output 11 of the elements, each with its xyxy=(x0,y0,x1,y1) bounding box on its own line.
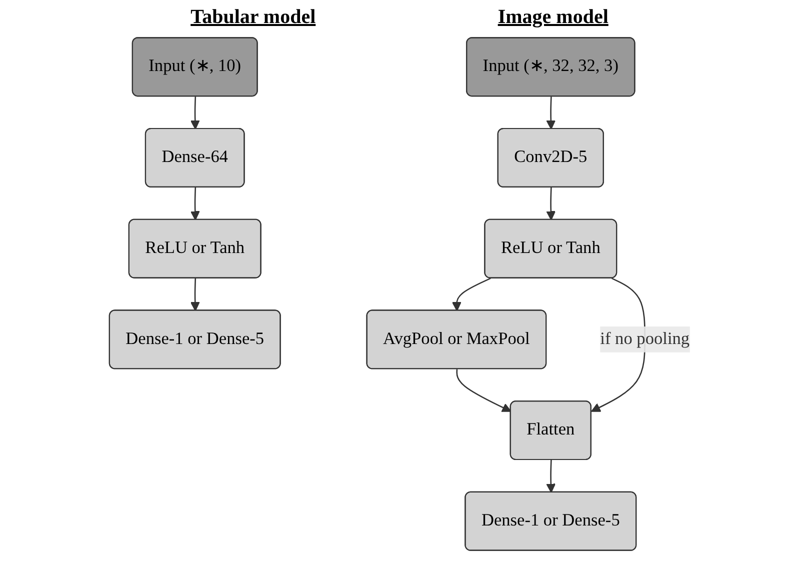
edge-label: if no pooling xyxy=(600,330,690,348)
arrow xyxy=(546,460,556,493)
arrow xyxy=(190,278,200,312)
arrow xyxy=(452,278,491,312)
arrow xyxy=(546,187,556,220)
arrow xyxy=(190,187,200,220)
arrow xyxy=(456,369,512,412)
column-heading: Image model xyxy=(498,6,608,29)
arrow xyxy=(190,96,200,130)
arrow xyxy=(546,96,556,130)
column-heading: Tabular model xyxy=(190,6,316,29)
